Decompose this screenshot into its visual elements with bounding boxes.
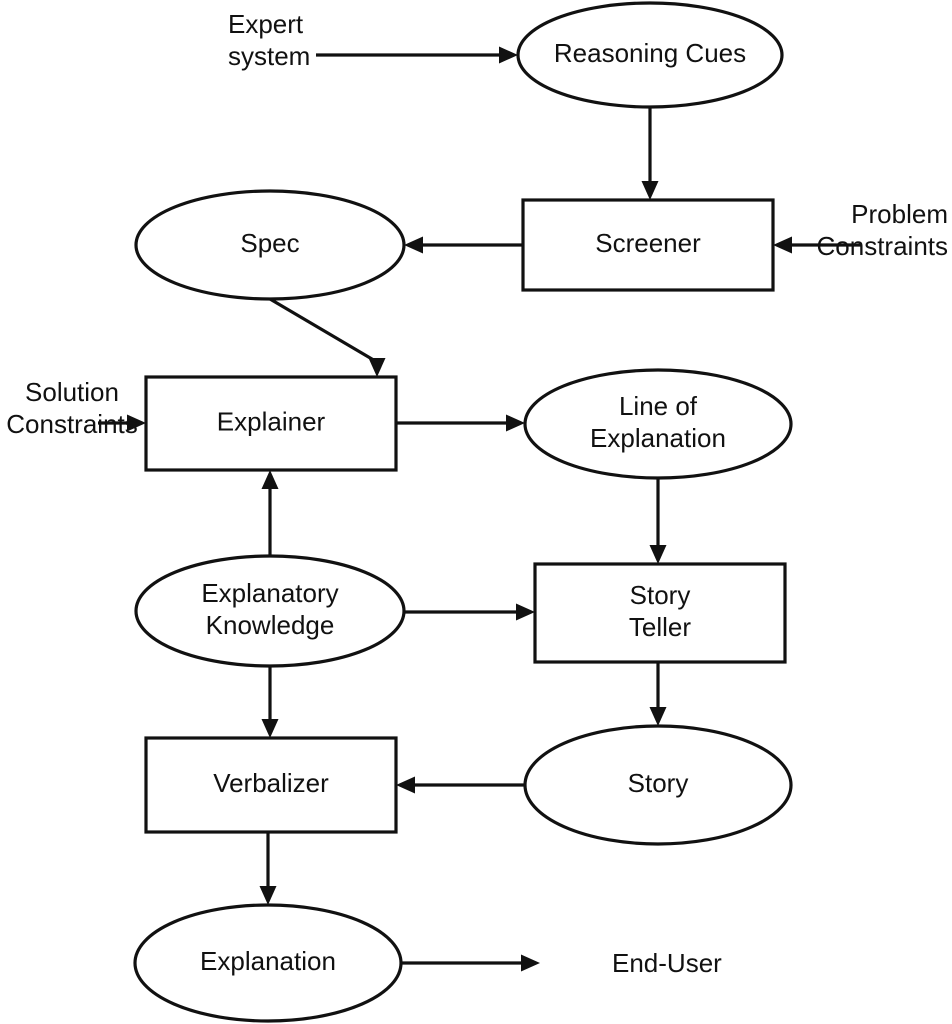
node-label: Screener bbox=[595, 228, 701, 258]
node-label: Story bbox=[628, 768, 689, 798]
edge-story-teller-to-story bbox=[649, 662, 667, 726]
node-ellipse bbox=[134, 554, 406, 668]
node-label: Reasoning Cues bbox=[554, 38, 746, 68]
node-story[interactable]: Story bbox=[523, 724, 793, 846]
arrow-head bbox=[649, 707, 667, 726]
node-box bbox=[144, 736, 398, 834]
node-label: Explanation bbox=[200, 946, 336, 976]
edge-screener-to-spec bbox=[404, 236, 523, 254]
node-spec[interactable]: Spec bbox=[134, 189, 406, 301]
node-box bbox=[533, 562, 787, 664]
arrow-head bbox=[649, 545, 667, 564]
node-verbalizer[interactable]: Verbalizer bbox=[144, 736, 398, 834]
edge-reasoning-cues-to-screener bbox=[641, 107, 659, 200]
node-ellipse bbox=[133, 903, 403, 1023]
edges-layer bbox=[98, 46, 862, 972]
arrow-head bbox=[404, 236, 423, 254]
arrow-head bbox=[261, 470, 279, 489]
arrow-head bbox=[261, 719, 279, 738]
edge-line bbox=[269, 297, 378, 364]
node-label: Explainer bbox=[217, 406, 326, 436]
arrow-head bbox=[368, 358, 386, 377]
edge-explanation-to-end-user bbox=[401, 954, 540, 972]
edge-spec-to-explainer bbox=[269, 297, 386, 377]
arrow-head bbox=[499, 46, 518, 64]
arrow-head bbox=[127, 414, 146, 432]
edge-solution-constraints-to-explainer bbox=[98, 414, 146, 432]
node-label: Spec bbox=[240, 228, 299, 258]
arrow-head bbox=[259, 886, 277, 905]
edge-line-of-explanation-to-story-teller bbox=[649, 478, 667, 564]
edge-problem-constraints-to-screener bbox=[773, 236, 862, 254]
node-screener[interactable]: Screener bbox=[521, 198, 775, 292]
node-ellipse bbox=[523, 724, 793, 846]
arrow-head bbox=[641, 181, 659, 200]
node-reasoning-cues[interactable]: Reasoning Cues bbox=[516, 1, 784, 109]
node-ellipse bbox=[134, 189, 406, 301]
arrow-head bbox=[396, 776, 415, 794]
arrow-head bbox=[506, 414, 525, 432]
edge-explanatory-knowledge-to-story-teller bbox=[404, 603, 535, 621]
edge-explanatory-knowledge-to-explainer bbox=[261, 470, 279, 556]
edge-verbalizer-to-explanation bbox=[259, 832, 277, 905]
external-label-end-user: End-User bbox=[612, 948, 722, 978]
arrow-head bbox=[516, 603, 535, 621]
node-explainer[interactable]: Explainer bbox=[144, 375, 398, 472]
edge-explainer-to-line-of-explanation bbox=[396, 414, 525, 432]
node-explanation[interactable]: Explanation bbox=[133, 903, 403, 1023]
node-ellipse bbox=[516, 1, 784, 109]
node-label: Verbalizer bbox=[213, 768, 329, 798]
arrow-head bbox=[521, 954, 540, 972]
arrow-head bbox=[773, 236, 792, 254]
edge-explanatory-knowledge-to-verbalizer bbox=[261, 666, 279, 738]
node-ellipse bbox=[523, 368, 793, 480]
node-box bbox=[521, 198, 775, 292]
edge-story-to-verbalizer bbox=[396, 776, 525, 794]
edge-expert-system-to-reasoning-cues bbox=[316, 46, 518, 64]
node-box bbox=[144, 375, 398, 472]
